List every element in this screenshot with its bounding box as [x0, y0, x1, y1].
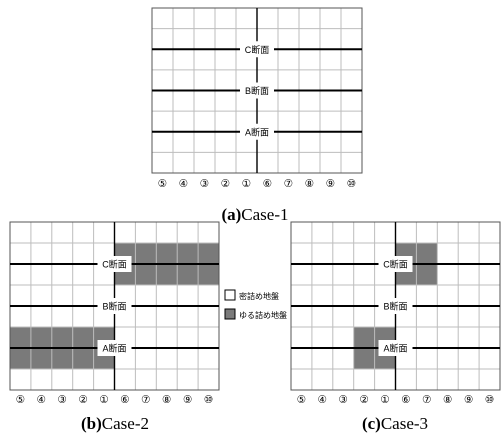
section-label: C断面 [102, 259, 127, 270]
section-label-background [97, 298, 132, 314]
column-number: ② [78, 394, 87, 406]
column-number: ① [380, 394, 389, 406]
section-label-background [240, 41, 274, 58]
caption-case-name: Case-1 [241, 205, 288, 224]
column-number: ⑤ [297, 394, 306, 406]
section-label: A断面 [245, 126, 269, 137]
loose-ground-cell [177, 243, 199, 264]
column-number: ⑦ [422, 394, 431, 406]
column-number: ① [242, 178, 251, 190]
loose-ground-cell [72, 327, 94, 348]
loose-ground-cell [30, 348, 52, 369]
section-label: C断面 [245, 44, 270, 55]
section-label-background [240, 123, 274, 140]
legend: 密詰め地盤 ゆる詰め地盤 [224, 289, 287, 320]
column-number: ④ [179, 178, 188, 190]
panel-caption: (b)Case-2 [81, 414, 149, 433]
section-label: A断面 [102, 343, 126, 354]
section-label-background [378, 298, 413, 314]
loose-ground-cell [30, 327, 52, 348]
panel-caption: (a)Case-1 [221, 205, 288, 224]
column-number: ③ [200, 178, 209, 190]
column-number: ⑩ [347, 178, 356, 190]
loose-ground-cell [135, 243, 157, 264]
column-number: ③ [339, 394, 348, 406]
column-number: ② [359, 394, 368, 406]
panel-section-labels: C断面 B断面 A断面 [240, 41, 274, 140]
column-number: ⑦ [141, 394, 150, 406]
column-number: ⑤ [158, 178, 167, 190]
caption-case-name: Case-3 [381, 414, 428, 433]
column-number: ⑧ [305, 178, 314, 190]
section-label-background [97, 256, 132, 272]
legend-loose-label: ゆる詰め地盤 [239, 310, 287, 320]
column-number: ⑦ [284, 178, 293, 190]
section-label: B断面 [383, 301, 407, 312]
column-number: ⑥ [263, 178, 272, 190]
loose-ground-cell [353, 327, 375, 348]
column-number: ⑨ [464, 394, 473, 406]
loose-ground-cell [72, 348, 94, 369]
section-label-background [378, 340, 413, 356]
column-number: ④ [318, 394, 327, 406]
panel-section-labels: C断面 B断面 A断面 [97, 256, 132, 356]
loose-ground-cell [10, 327, 31, 348]
caption-case-id: (c) [362, 414, 381, 433]
loose-ground-cell [177, 264, 199, 285]
section-label-background [97, 340, 132, 356]
column-number: ⑩ [204, 394, 213, 406]
legend-dense-label: 密詰め地盤 [239, 291, 279, 301]
loose-ground-cell [156, 264, 178, 285]
loose-ground-cell [156, 243, 178, 264]
panel-section-labels: C断面 B断面 A断面 [378, 256, 413, 356]
column-number: ⑤ [16, 394, 25, 406]
section-label-background [378, 256, 413, 272]
column-number: ⑥ [401, 394, 410, 406]
column-number: ③ [58, 394, 67, 406]
caption-case-id: (b) [81, 414, 102, 433]
loose-ground-cell [416, 243, 438, 264]
loose-ground-cell [135, 264, 157, 285]
loose-ground-cell [416, 264, 438, 285]
column-number: ⑧ [443, 394, 452, 406]
column-number: ① [99, 394, 108, 406]
section-label: C断面 [383, 259, 408, 270]
panel-cells [10, 243, 219, 369]
section-label: B断面 [245, 85, 269, 96]
column-number: ⑨ [326, 178, 335, 190]
legend-dense-swatch [224, 289, 236, 301]
column-number: ② [221, 178, 230, 190]
loose-ground-cell [10, 348, 31, 369]
column-number: ⑧ [162, 394, 171, 406]
column-number: ⑩ [485, 394, 494, 406]
section-label-background [240, 82, 274, 99]
column-number: ⑨ [183, 394, 192, 406]
section-label: A断面 [383, 343, 407, 354]
caption-case-id: (a) [221, 205, 241, 224]
panel-caption: (c)Case-3 [362, 414, 428, 433]
column-number: ⑥ [120, 394, 129, 406]
loose-ground-cell [51, 327, 73, 348]
loose-ground-cell [198, 264, 219, 285]
loose-ground-cell [198, 243, 219, 264]
legend-loose-swatch [224, 308, 236, 320]
section-label: B断面 [102, 301, 126, 312]
loose-ground-cell [353, 348, 375, 369]
caption-case-name: Case-2 [102, 414, 149, 433]
loose-ground-cell [51, 348, 73, 369]
column-number: ④ [37, 394, 46, 406]
